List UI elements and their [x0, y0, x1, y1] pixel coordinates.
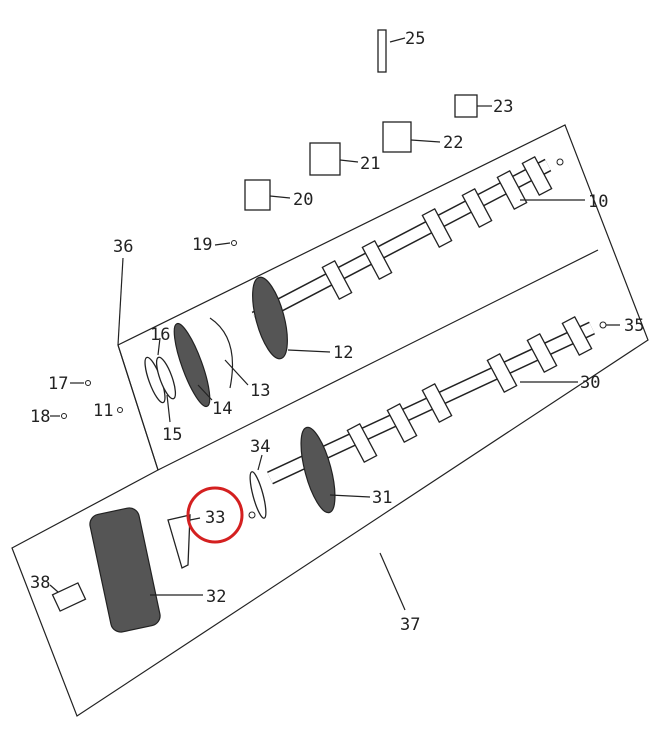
- callout-25: 25: [405, 29, 425, 49]
- rocker-22: [382, 121, 412, 153]
- upper-camshaft: [251, 155, 553, 360]
- callout-34: 34: [250, 437, 270, 457]
- leader-lines: [49, 37, 620, 611]
- callout-10: 10: [588, 192, 608, 212]
- pulley-32: [89, 507, 161, 633]
- callout-12: 12: [333, 343, 353, 363]
- frame-divider: [157, 249, 599, 471]
- callout-18: 18: [30, 407, 50, 427]
- callout-21: 21: [360, 154, 380, 174]
- bolt-38: [51, 582, 87, 612]
- callout-11: 11: [93, 401, 113, 421]
- gear-12: [252, 276, 288, 360]
- callout-13: 13: [250, 381, 270, 401]
- callout-30: 30: [580, 373, 600, 393]
- callout-22: 22: [443, 133, 463, 153]
- callout-35: 35: [624, 316, 644, 336]
- washer-34: [249, 471, 267, 519]
- gear-31: [300, 426, 336, 514]
- callout-31: 31: [372, 488, 392, 508]
- clip-13: [209, 317, 233, 389]
- callout-20: 20: [293, 190, 313, 210]
- callout-37: 37: [400, 615, 420, 635]
- rocker-20: [244, 179, 271, 211]
- callout-23: 23: [493, 97, 513, 117]
- callout-38: 38: [30, 573, 50, 593]
- ring-15: [155, 356, 177, 400]
- small-fasteners: [61, 158, 607, 519]
- callout-32: 32: [206, 587, 226, 607]
- callout-19: 19: [192, 235, 212, 255]
- rocker-21: [309, 142, 341, 176]
- bolt-25: [377, 29, 387, 73]
- callout-16: 16: [150, 325, 170, 345]
- rocker-23: [454, 94, 478, 118]
- sprocket-14: [173, 322, 211, 408]
- callout-33: 33: [205, 508, 225, 528]
- highlight-circle: [186, 486, 244, 544]
- callout-14: 14: [212, 399, 232, 419]
- callout-15: 15: [162, 425, 182, 445]
- callout-17: 17: [48, 374, 68, 394]
- lower-camshaft: [267, 315, 595, 514]
- frame-left-edge: [117, 344, 159, 471]
- key-33: [167, 514, 191, 569]
- callout-36: 36: [113, 237, 133, 257]
